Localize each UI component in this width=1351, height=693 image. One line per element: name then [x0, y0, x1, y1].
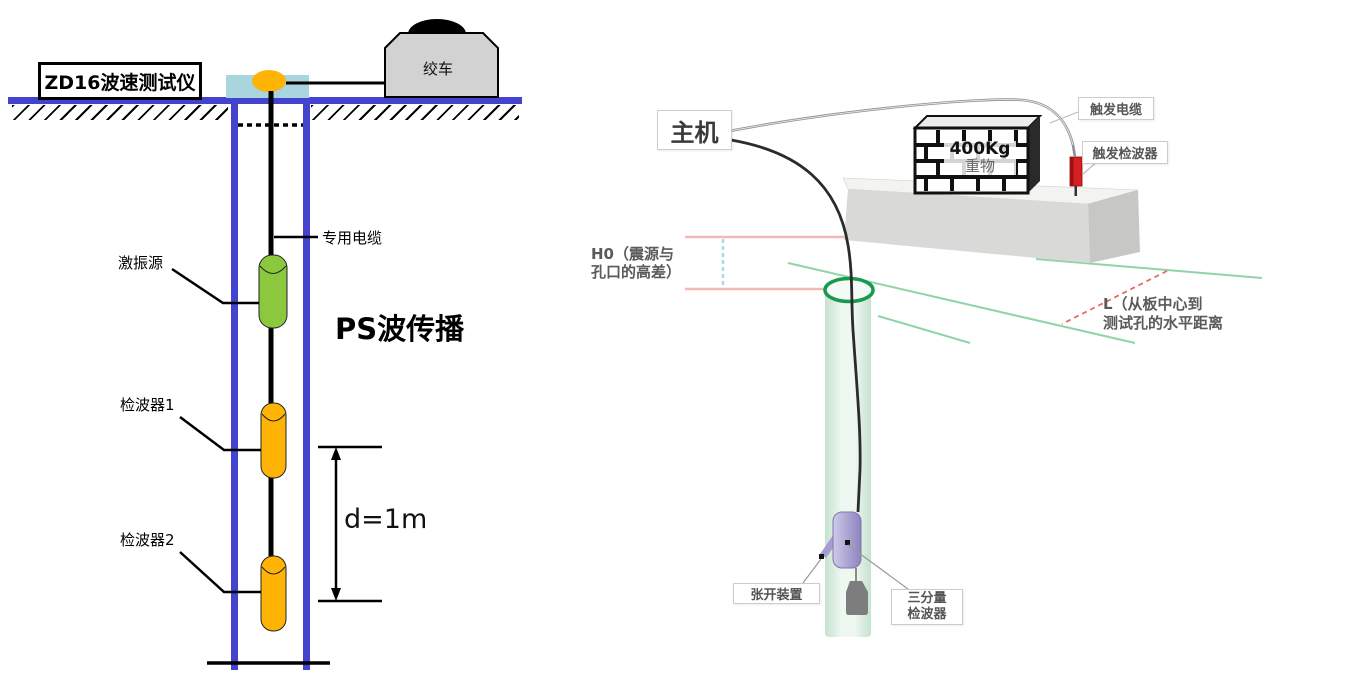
concrete-slab-right-face	[1088, 190, 1140, 263]
trigger-cable-label-pointer	[1049, 111, 1079, 124]
host-unit-label: 主机	[670, 118, 719, 147]
borehole-wall-right	[303, 104, 310, 670]
opener-device-callout: 张开装置	[733, 583, 820, 604]
spacing-dimension-label: d=1m	[344, 504, 428, 535]
l-distance-red-dashed-line	[1061, 270, 1168, 325]
h0-height-label: H0（震源与 孔口的高差）	[591, 245, 681, 281]
instrument-name-label: ZD16波速测试仪	[44, 71, 196, 94]
l-label-line1: L（从板中心到	[1103, 295, 1203, 313]
geophone1-cylinder	[260, 402, 287, 479]
instrument-name-box: ZD16波速测试仪	[38, 62, 202, 100]
weight-object-label: 重物	[964, 157, 995, 175]
trigger-cable-callout: 触发电缆	[1078, 97, 1154, 120]
geophone2-label-leader	[179, 551, 261, 594]
dimension-arrowhead-bottom	[331, 588, 341, 601]
brick-weight-right-face	[1028, 116, 1040, 193]
tri-geophone-label-line2: 检波器	[907, 607, 947, 622]
geophone1-label: 检波器1	[120, 396, 175, 414]
source-label-leader	[171, 267, 259, 305]
downhole-cable-segment-2	[268, 327, 274, 403]
concrete-slab-front-face	[844, 189, 1090, 263]
opener-label-leader	[802, 558, 822, 584]
trigger-geophone-label: 触发检波器	[1092, 147, 1158, 162]
h0-label-line1: H0（震源与	[591, 245, 674, 263]
borehole-wall-left	[231, 104, 238, 670]
trigger-geophone-callout: 触发检波器	[1082, 141, 1168, 164]
tri-geophone-label-leader	[847, 544, 909, 590]
ground-plane-green-line-3	[877, 315, 971, 344]
geophone1-shoulder-arc	[261, 413, 286, 422]
tri-component-geophone-callout: 三分量 检波器	[891, 589, 963, 625]
host-unit-box: 主机	[657, 110, 732, 150]
trigger-cable-highlight	[729, 99, 1074, 146]
l-label-line2: 测试孔的水平距离	[1103, 314, 1224, 332]
h0-label-line2: 孔口的高差）	[591, 263, 682, 281]
geophone-marker-dot	[845, 540, 850, 545]
weight-mass-label: 400Kg	[949, 139, 1011, 159]
pulley-ellipse	[252, 70, 286, 92]
trigger-cable-label: 触发电缆	[1089, 103, 1142, 118]
opener-marker-dot	[819, 554, 824, 559]
ground-surface-line	[8, 97, 522, 104]
ground-plane-green-line-2	[1035, 258, 1263, 279]
winch-drum	[408, 19, 466, 34]
winch-body	[384, 32, 499, 98]
downhole-cable-segment-1	[268, 91, 274, 258]
trigger-geophone-shade	[1070, 157, 1074, 186]
sinker-weight	[846, 581, 868, 615]
ground-hatching-left	[12, 105, 228, 120]
ground-hatching-right	[311, 105, 519, 120]
weight-text-block: 400Kg 重物	[944, 141, 1016, 175]
geophone2-label: 检波器2	[120, 531, 175, 549]
tri-geophone-label-line1: 三分量	[907, 591, 947, 606]
trigger-geophone-pin	[1074, 186, 1077, 196]
excitation-source-cylinder	[258, 254, 288, 329]
ps-wave-propagation-label: PS波传播	[335, 312, 465, 346]
geophone1-label-leader	[179, 416, 261, 452]
winch-label: 绞车	[422, 60, 453, 78]
excitation-source-label: 激振源	[118, 254, 164, 272]
dimension-arrowhead-top	[331, 447, 341, 460]
ground-plane-green-line-1	[787, 262, 1136, 344]
downhole-signal-cable	[730, 138, 862, 513]
borehole-mouth-ring	[823, 276, 875, 304]
l-distance-label: L（从板中心到 测试孔的水平距离	[1103, 295, 1223, 333]
geophone2-cylinder	[260, 555, 287, 632]
brick-weight-top-face	[912, 115, 1043, 129]
dedicated-cable-label: 专用电缆	[322, 229, 383, 247]
downhole-cable-segment-3	[268, 477, 274, 556]
excitation-source-shoulder-arc	[259, 265, 287, 274]
geophone2-shoulder-arc	[261, 566, 286, 575]
opener-device-label: 张开装置	[750, 588, 803, 603]
